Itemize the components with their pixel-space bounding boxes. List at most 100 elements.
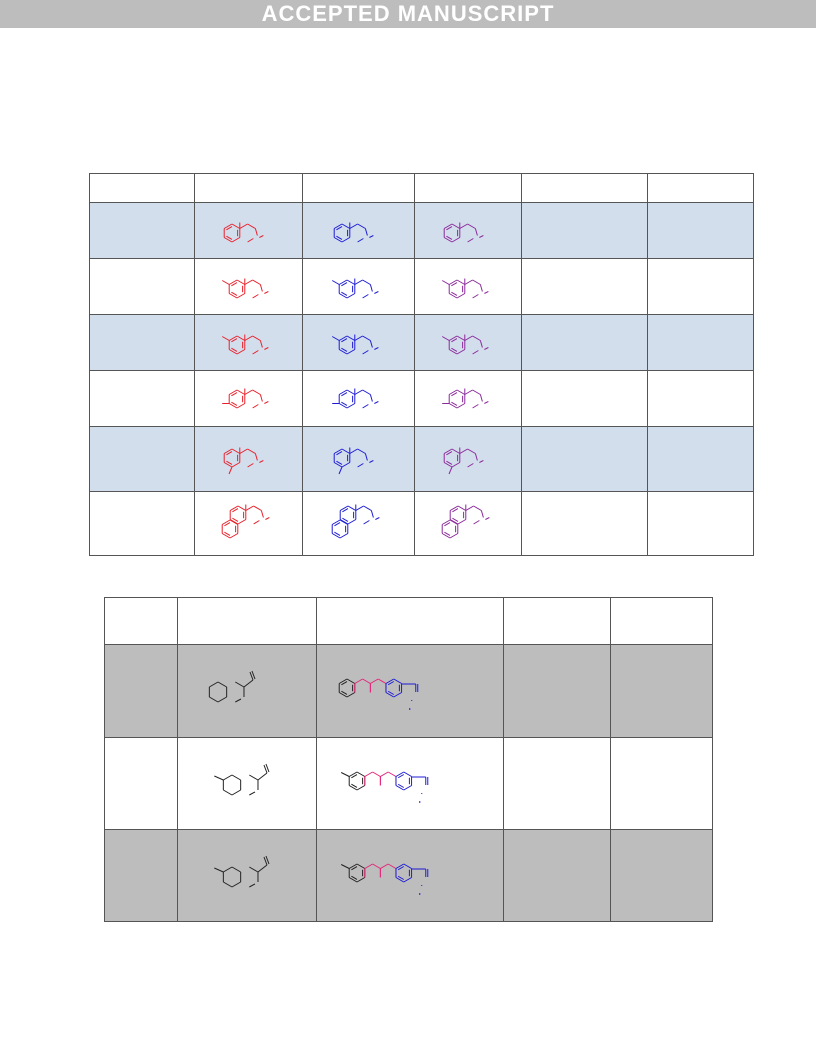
bond-line — [451, 462, 461, 468]
bond-line — [341, 448, 351, 454]
bond-line — [234, 698, 241, 703]
bond-line — [464, 389, 473, 395]
bond-line — [457, 505, 467, 511]
bond-line — [357, 448, 366, 454]
bond-line — [348, 863, 357, 869]
bond-line — [231, 462, 241, 468]
bond-line — [350, 865, 357, 870]
bond-line — [230, 518, 239, 524]
methylquinoline-structure-blue — [333, 447, 374, 475]
bond-line — [249, 671, 254, 681]
bond-line — [222, 789, 232, 795]
bond-line — [350, 783, 357, 788]
bond-line — [479, 460, 484, 463]
bond-line — [370, 393, 373, 402]
bond-line — [467, 223, 476, 229]
bond-line — [357, 237, 364, 242]
bond-line — [244, 389, 254, 395]
accepted-manuscript-banner: ACCEPTED MANUSCRIPT — [0, 0, 816, 28]
bond-line — [259, 460, 264, 463]
bond-line — [340, 863, 350, 869]
bond-line — [236, 292, 246, 298]
reactant-cell — [176, 644, 317, 738]
methylquinoline-structure-red — [222, 388, 269, 408]
benzoquinoline-structure-red — [221, 504, 270, 538]
structure-cell — [413, 202, 523, 259]
bond-line — [341, 391, 348, 396]
product-cell — [315, 644, 504, 738]
bond-line — [239, 448, 249, 454]
bond-line — [451, 347, 458, 352]
bond-line — [393, 692, 402, 698]
bond-line — [332, 335, 340, 341]
methylquinoline-structure-purple — [441, 278, 489, 298]
bond-line — [255, 227, 259, 236]
bond-line — [231, 337, 238, 342]
bond-line — [263, 856, 268, 865]
bond-line — [248, 866, 258, 872]
bond-line — [244, 279, 254, 285]
value-cell — [647, 202, 754, 259]
value-cell — [610, 829, 713, 922]
bond-line — [231, 401, 238, 406]
bond-line — [456, 348, 466, 354]
bond-line — [350, 875, 357, 880]
bond-line — [229, 532, 239, 538]
bond-line — [229, 348, 238, 354]
bond-line — [222, 532, 231, 538]
bond-line — [339, 519, 349, 525]
bond-line — [229, 389, 238, 395]
bond-line — [265, 516, 270, 520]
bond-line — [332, 532, 341, 538]
bond-line — [379, 863, 389, 869]
bond-line — [237, 505, 247, 511]
bond-line — [341, 401, 348, 406]
structure-cell — [413, 258, 523, 315]
bond-line — [452, 517, 459, 522]
bond-line — [229, 292, 238, 298]
bond-line — [229, 279, 238, 285]
bond-line — [231, 774, 241, 780]
bond-line — [253, 505, 262, 511]
bond-line — [257, 864, 268, 872]
bond-line — [339, 292, 348, 298]
structure-cell — [413, 426, 523, 492]
table1-header-row — [89, 173, 754, 203]
bond-line — [224, 521, 231, 526]
bond-line — [253, 519, 260, 524]
table1-header-cell — [413, 173, 523, 203]
bond-line — [334, 223, 343, 229]
bond-line — [446, 460, 453, 465]
bond-line — [341, 291, 348, 296]
bond-line — [397, 773, 404, 778]
reactant-cell — [176, 737, 317, 830]
bond-line — [231, 236, 241, 242]
bond-line — [334, 531, 341, 536]
bond-line — [342, 507, 349, 512]
bond-line — [222, 335, 230, 341]
quinoline-structure-red — [223, 222, 264, 242]
bond-line — [252, 335, 261, 341]
structure-cell — [193, 491, 303, 556]
bond-line — [443, 236, 453, 242]
bond-line — [340, 505, 349, 511]
bond-line — [441, 279, 450, 285]
bond-line — [448, 348, 458, 354]
bond-line — [224, 462, 233, 468]
bond-line — [449, 518, 459, 524]
bond-line — [247, 448, 256, 454]
bond-line — [229, 335, 238, 341]
bond-line — [369, 460, 374, 463]
bond-line — [247, 223, 256, 229]
methylquinoline-structure-blue — [332, 278, 379, 298]
entry-cell — [89, 370, 195, 427]
bond-line — [467, 237, 474, 242]
bond-line — [231, 881, 241, 887]
bond-line — [362, 403, 369, 408]
bond-line — [232, 517, 239, 522]
bond-line — [338, 466, 343, 475]
bond-line — [371, 863, 381, 869]
bond-line — [260, 339, 264, 348]
structure-cell — [301, 491, 415, 556]
table-row — [89, 202, 754, 259]
